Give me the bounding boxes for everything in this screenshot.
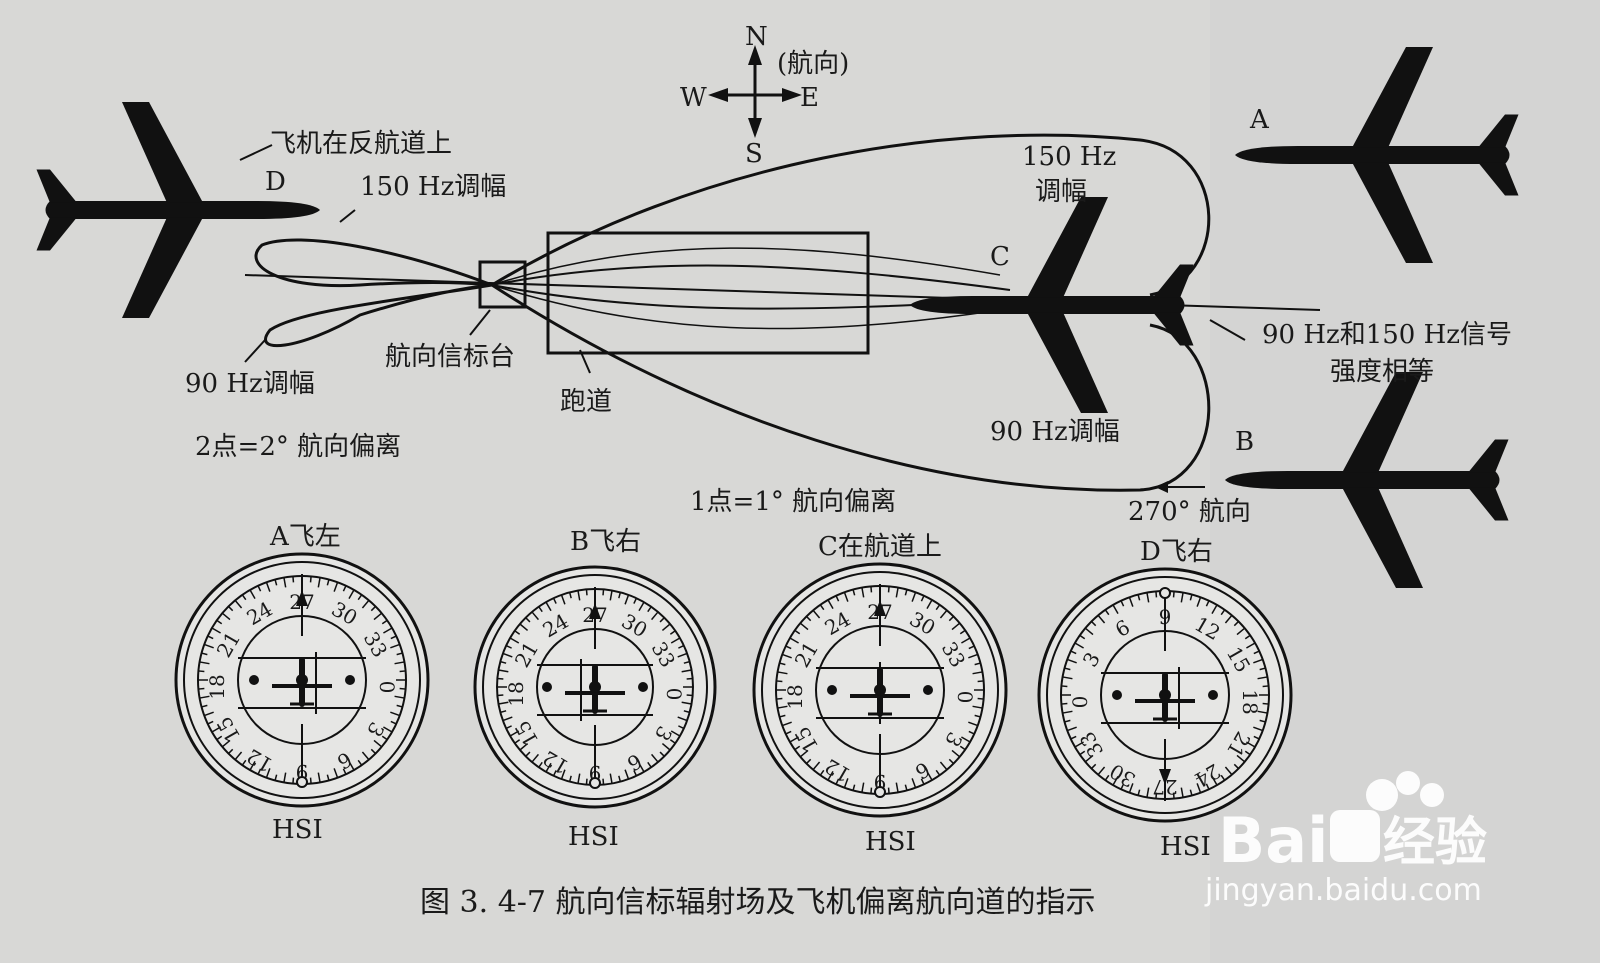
compass-rose: N S E W (航向) (680, 22, 849, 169)
hsi-c-label: HSI (865, 827, 916, 857)
label-90hz-right: 90 Hz调幅 (990, 417, 1120, 447)
hsi-numeral: 0 (1068, 696, 1092, 709)
label-one-dot: 1点=1° 航向偏离 (690, 487, 896, 517)
hsi-b-label: HSI (568, 822, 619, 852)
label-150hz-right-1: 150 Hz (1022, 142, 1116, 172)
label-plane-b: B (1235, 427, 1254, 457)
hsi-a-title: A飞左 (269, 522, 341, 552)
label-150hz-left: 150 Hz调幅 (360, 172, 506, 202)
watermark-brand: Bai (1218, 804, 1328, 877)
label-equal-signal-2: 强度相等 (1330, 357, 1434, 387)
hsi-a-label: HSI (272, 815, 323, 845)
watermark-url: jingyan.baidu.com (1204, 873, 1482, 908)
label-150hz-right-2: 调幅 (1035, 177, 1087, 207)
hsi-numeral: 18 (504, 681, 528, 706)
hsi-a: 27303303691215182124 (174, 552, 430, 808)
radiation-pattern (254, 133, 1211, 492)
hsi-b-title: B飞右 (570, 527, 641, 557)
label-runway: 跑道 (560, 387, 612, 417)
hsi-numeral: 0 (375, 681, 399, 694)
label-plane-d: D (265, 167, 286, 197)
label-two-dot: 2点=2° 航向偏离 (195, 432, 401, 462)
label-heading-270: 270° 航向 (1128, 497, 1251, 527)
compass-heading-note: (航向) (777, 49, 849, 79)
compass-north: N (745, 22, 768, 52)
watermark-brand-tail: 经验 (1383, 813, 1487, 873)
hsi-numeral: 18 (205, 674, 229, 699)
hsi-c: 27303303691215182124 (752, 562, 1008, 818)
label-plane-back-course: 飞机在反航道上 (270, 129, 452, 159)
label-90hz-left: 90 Hz调幅 (185, 369, 315, 399)
aircraft-symbol (1135, 672, 1195, 722)
compass-west: W (680, 83, 707, 113)
aircraft-symbol (565, 664, 625, 714)
aircraft-symbol (850, 667, 910, 717)
figure-caption: 图 3. 4-7 航向信标辐射场及飞机偏离航向道的指示 (420, 885, 1096, 920)
hsi-c-title: C在航道上 (818, 532, 942, 562)
baidu-watermark: Bai 经验 jingyan.baidu.com (1204, 771, 1487, 908)
hsi-b: 27303303691215182124 (473, 565, 717, 809)
compass-south: S (745, 139, 763, 169)
localizer-station (478, 260, 527, 309)
label-plane-a: A (1249, 105, 1270, 135)
label-localizer: 航向信标台 (385, 342, 515, 372)
hsi-numeral: 0 (662, 688, 686, 701)
label-plane-c: C (990, 242, 1010, 272)
hsi-numeral: 18 (1238, 689, 1262, 714)
compass-east: E (800, 83, 819, 113)
hsi-numeral: 18 (783, 684, 807, 709)
runway (546, 231, 870, 355)
hsi-d-title: D飞右 (1140, 537, 1213, 567)
hsi-numeral: 0 (953, 691, 977, 704)
hsi-d-label: HSI (1160, 832, 1211, 862)
label-equal-signal-1: 90 Hz和150 Hz信号 (1262, 320, 1512, 350)
aircraft-symbol (272, 657, 332, 707)
hsi-d: 91215182124273033036 (1037, 567, 1293, 823)
